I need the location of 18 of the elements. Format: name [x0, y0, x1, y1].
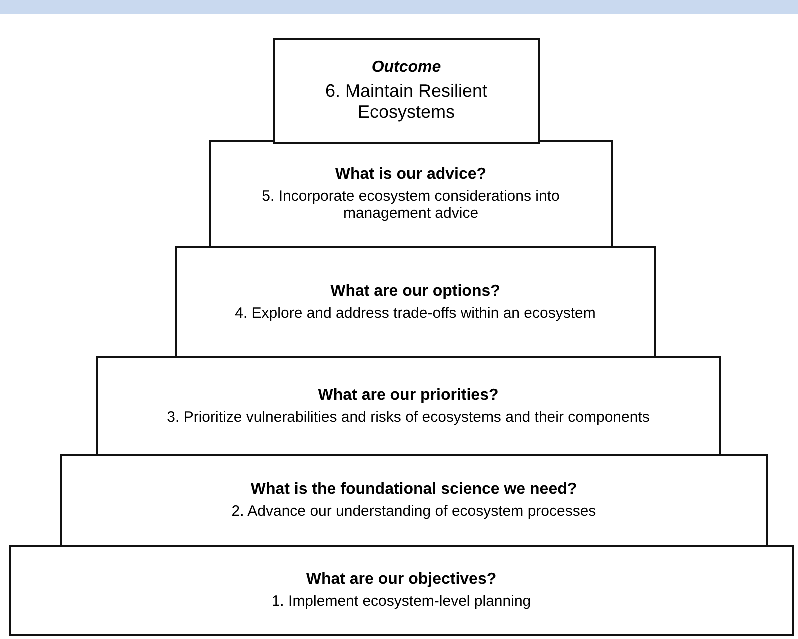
- tier-description: 5. Incorporate ecosystem considerations into management advice: [261, 188, 561, 222]
- pyramid-tier: [96, 356, 721, 456]
- pyramid-tier: [273, 38, 540, 144]
- pyramid-tier: [60, 454, 768, 547]
- tier-heading: What are our options?: [330, 282, 500, 300]
- tier-heading: Outcome: [372, 59, 442, 77]
- tier-description: 6. Maintain Resilient Ecosystems: [324, 81, 489, 123]
- tier-heading: What are our priorities?: [318, 386, 499, 404]
- pyramid-tier: [209, 140, 613, 248]
- tier-heading: What are our objectives?: [306, 571, 497, 589]
- tier-heading: What is the foundational science we need?: [250, 481, 578, 499]
- tier-description: 2. Advance our understanding of ecosystem processes: [232, 503, 596, 520]
- tier-description: 3. Prioritize vulnerabilities and risks of ecosystems and their components: [167, 408, 650, 426]
- pyramid-tier: [9, 545, 794, 636]
- tier-description: 4. Explore and address trade-offs within an ecosystem: [235, 304, 596, 322]
- tier-description: 1. Implement ecosystem-level planning: [272, 593, 532, 610]
- pyramid-tier: [175, 246, 656, 358]
- tier-heading: What is our advice?: [335, 166, 487, 184]
